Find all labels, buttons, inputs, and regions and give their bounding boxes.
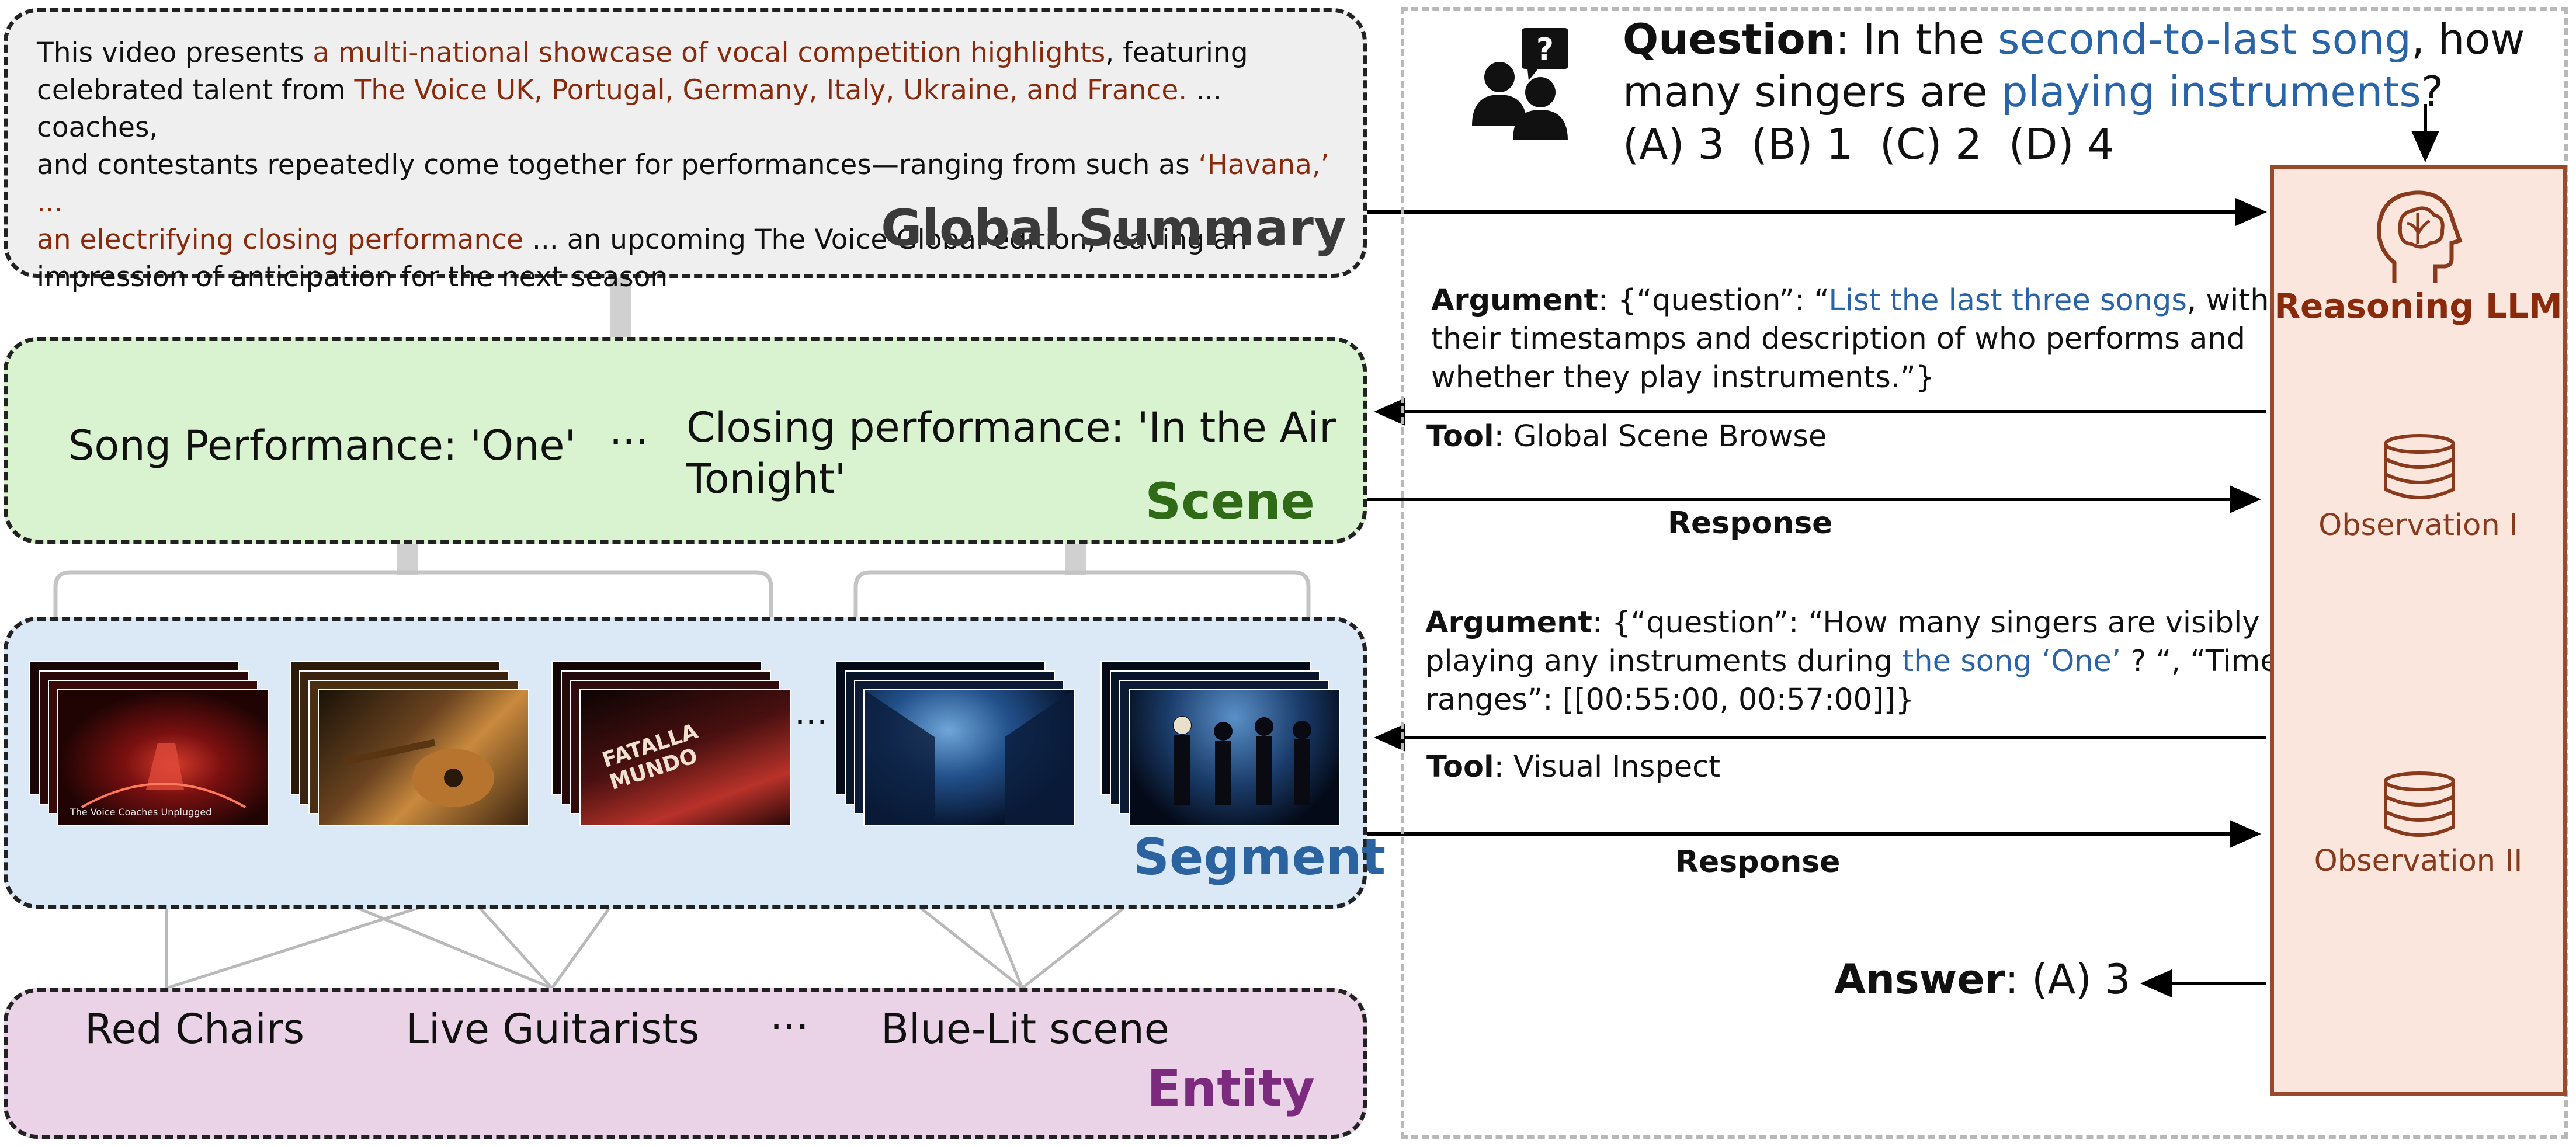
question-line: Question: In the second-to-last song, ho…	[1623, 15, 2525, 64]
scene-right-line: Tonight'	[686, 455, 846, 503]
blue-scene-icon	[865, 690, 1074, 825]
video-frame	[318, 689, 529, 826]
observation-2-label: Observation II	[2314, 844, 2523, 878]
flow-arrows	[1367, 104, 2439, 997]
answer-text: Answer: (A) 3	[1834, 955, 2131, 1003]
step2-response: Response	[1675, 844, 1841, 880]
global-summary-box: This video presents a multi-national sho…	[4, 8, 1367, 293]
video-frame: FATALLA MUNDO	[579, 689, 791, 826]
argument-line: their timestamps and description of who …	[1431, 322, 2246, 356]
segment-title: Segment	[1133, 828, 1386, 887]
argument-line: Argument: {“question”: “How many singers…	[1425, 606, 2260, 640]
reasoning-llm-label: Reasoning LLM	[2274, 286, 2563, 326]
entity-ellipsis: ···	[770, 1003, 809, 1051]
user-question-icon: ?	[1472, 28, 1568, 140]
argument-line: Argument: {“question”: “List the last th…	[1431, 283, 2269, 318]
step1-tool: Tool: Global Scene Browse	[1426, 419, 1827, 454]
scene-right-line: Closing performance: 'In the Air	[686, 404, 1336, 451]
summary-line: celebrated talent from The Voice UK, Por…	[37, 74, 1222, 144]
scene-box: Song Performance: 'One' ··· Closing perf…	[4, 337, 1367, 544]
scene-title: Scene	[1145, 472, 1315, 531]
summary-line: and contestants repeatedly come together…	[37, 149, 1329, 218]
entity-live-guitarists: Live Guitarists	[406, 1005, 700, 1053]
entity-box: Red Chairs Live Guitarists ··· Blue-Lit …	[4, 988, 1367, 1139]
summary-text: This video presents a multi-national sho…	[37, 34, 1351, 296]
svg-text:?: ?	[1536, 32, 1554, 67]
summary-line: impression of anticipation for the next …	[37, 261, 668, 293]
entity-title: Entity	[1147, 1059, 1315, 1118]
global-summary-title: Global Summary	[880, 199, 1346, 258]
step2-argument: Argument: {“question”: “How many singers…	[1425, 604, 2279, 720]
segment-ellipsis: ···	[794, 702, 828, 743]
argument-line: playing any instruments during the song …	[1425, 644, 2279, 679]
video-frame	[1129, 689, 1340, 826]
step2-tool: Tool: Visual Inspect	[1426, 750, 1721, 784]
step1-response: Response	[1668, 506, 1833, 541]
observation-1-label: Observation I	[2318, 508, 2518, 543]
question-text: Question: In the second-to-last song, ho…	[1623, 13, 2525, 171]
entity-red-chairs: Red Chairs	[85, 1005, 305, 1053]
summary-line: This video presents a multi-national sho…	[37, 37, 1248, 69]
scene-ellipsis: ···	[609, 418, 648, 465]
argument-line: ranges”: [[00:55:00, 00:57:00]]}	[1425, 683, 1915, 717]
video-frame: The Voice Coaches Unplugged	[57, 689, 269, 826]
frame-caption: The Voice Coaches Unplugged	[70, 807, 212, 818]
scene-left-text: Song Performance: 'One'	[68, 422, 576, 470]
argument-line: whether they play instruments.”}	[1431, 360, 1935, 395]
entity-blue-lit-scene: Blue-Lit scene	[881, 1005, 1169, 1053]
video-frame	[863, 689, 1075, 826]
scene-bracket	[53, 570, 1311, 628]
scene-right-text: Closing performance: 'In the Air Tonight…	[686, 402, 1336, 505]
frame-sign: FATALLA MUNDO	[599, 719, 701, 795]
summary-line: an electrifying closing performance ... …	[37, 224, 1248, 256]
brain-head-icon	[2377, 190, 2463, 283]
singers-icon	[1173, 716, 1311, 805]
reasoning-llm-box: Reasoning LLM Observation I Observation …	[2270, 165, 2567, 1096]
red-chair-icon	[81, 743, 246, 808]
guitar-icon	[342, 739, 494, 807]
question-options: (A) 3 (B) 1 (C) 2 (D) 4	[1623, 120, 2115, 169]
question-line: many singers are playing instruments?	[1623, 67, 2444, 116]
database-icon	[2384, 434, 2455, 499]
step1-argument: Argument: {“question”: “List the last th…	[1431, 281, 2269, 397]
database-icon	[2384, 771, 2455, 837]
